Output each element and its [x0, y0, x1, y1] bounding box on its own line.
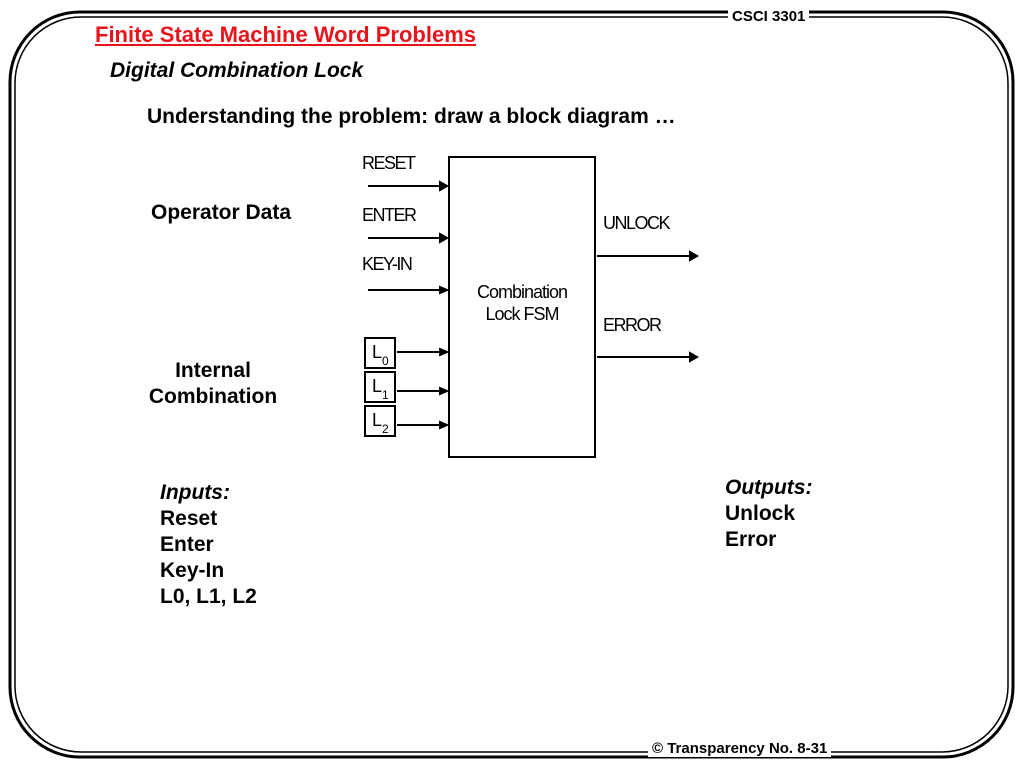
internal-label-line2: Combination: [148, 385, 278, 408]
signal-error-label: ERROR: [603, 315, 662, 335]
register-l1-base: L: [372, 376, 383, 396]
fsm-block: [448, 156, 596, 458]
outputs-item: Error: [725, 528, 777, 551]
register-l0-base: L: [372, 342, 383, 362]
register-l1-sub: 1: [382, 388, 389, 402]
register-l0: L 0: [364, 337, 396, 369]
register-l1: L 1: [364, 371, 396, 403]
slide-subtitle: Digital Combination Lock: [110, 59, 364, 82]
fsm-label-line1: Combination: [476, 282, 568, 302]
signal-keyin-label: KEY-IN: [362, 254, 413, 274]
inputs-item: Enter: [160, 533, 214, 556]
internal-combination-label: Internal Combination: [134, 358, 292, 410]
register-l0-sub: 0: [382, 354, 389, 368]
outputs-heading: Outputs:: [725, 476, 813, 499]
outputs-item: Unlock: [725, 502, 796, 525]
inputs-list: Inputs: Reset Enter Key-In L0, L1, L2: [160, 480, 257, 610]
course-label: CSCI 3301: [728, 8, 810, 25]
register-l2: L 2: [364, 405, 396, 437]
transparency-number: © Transparency No. 8-31: [648, 740, 832, 757]
slide-heading: Understanding the problem: draw a block …: [147, 105, 676, 128]
inputs-item: L0, L1, L2: [160, 585, 257, 608]
signal-unlock-label: UNLOCK: [603, 213, 671, 233]
inputs-item: Reset: [160, 507, 218, 530]
register-l2-sub: 2: [382, 422, 389, 436]
inputs-item: Key-In: [160, 559, 225, 582]
operator-data-label: Operator Data: [151, 201, 292, 224]
internal-label-line1: Internal: [175, 359, 251, 382]
slide-title: Finite State Machine Word Problems: [95, 22, 476, 47]
outputs-list: Outputs: Unlock Error: [725, 475, 812, 553]
inputs-heading: Inputs:: [160, 481, 230, 504]
register-l2-base: L: [372, 410, 383, 430]
fsm-block-label: Combination Lock FSM: [448, 281, 596, 325]
signal-enter-label: ENTER: [362, 205, 417, 225]
fsm-label-line2: Lock FSM: [485, 304, 559, 324]
signal-reset-label: RESET: [362, 153, 416, 173]
